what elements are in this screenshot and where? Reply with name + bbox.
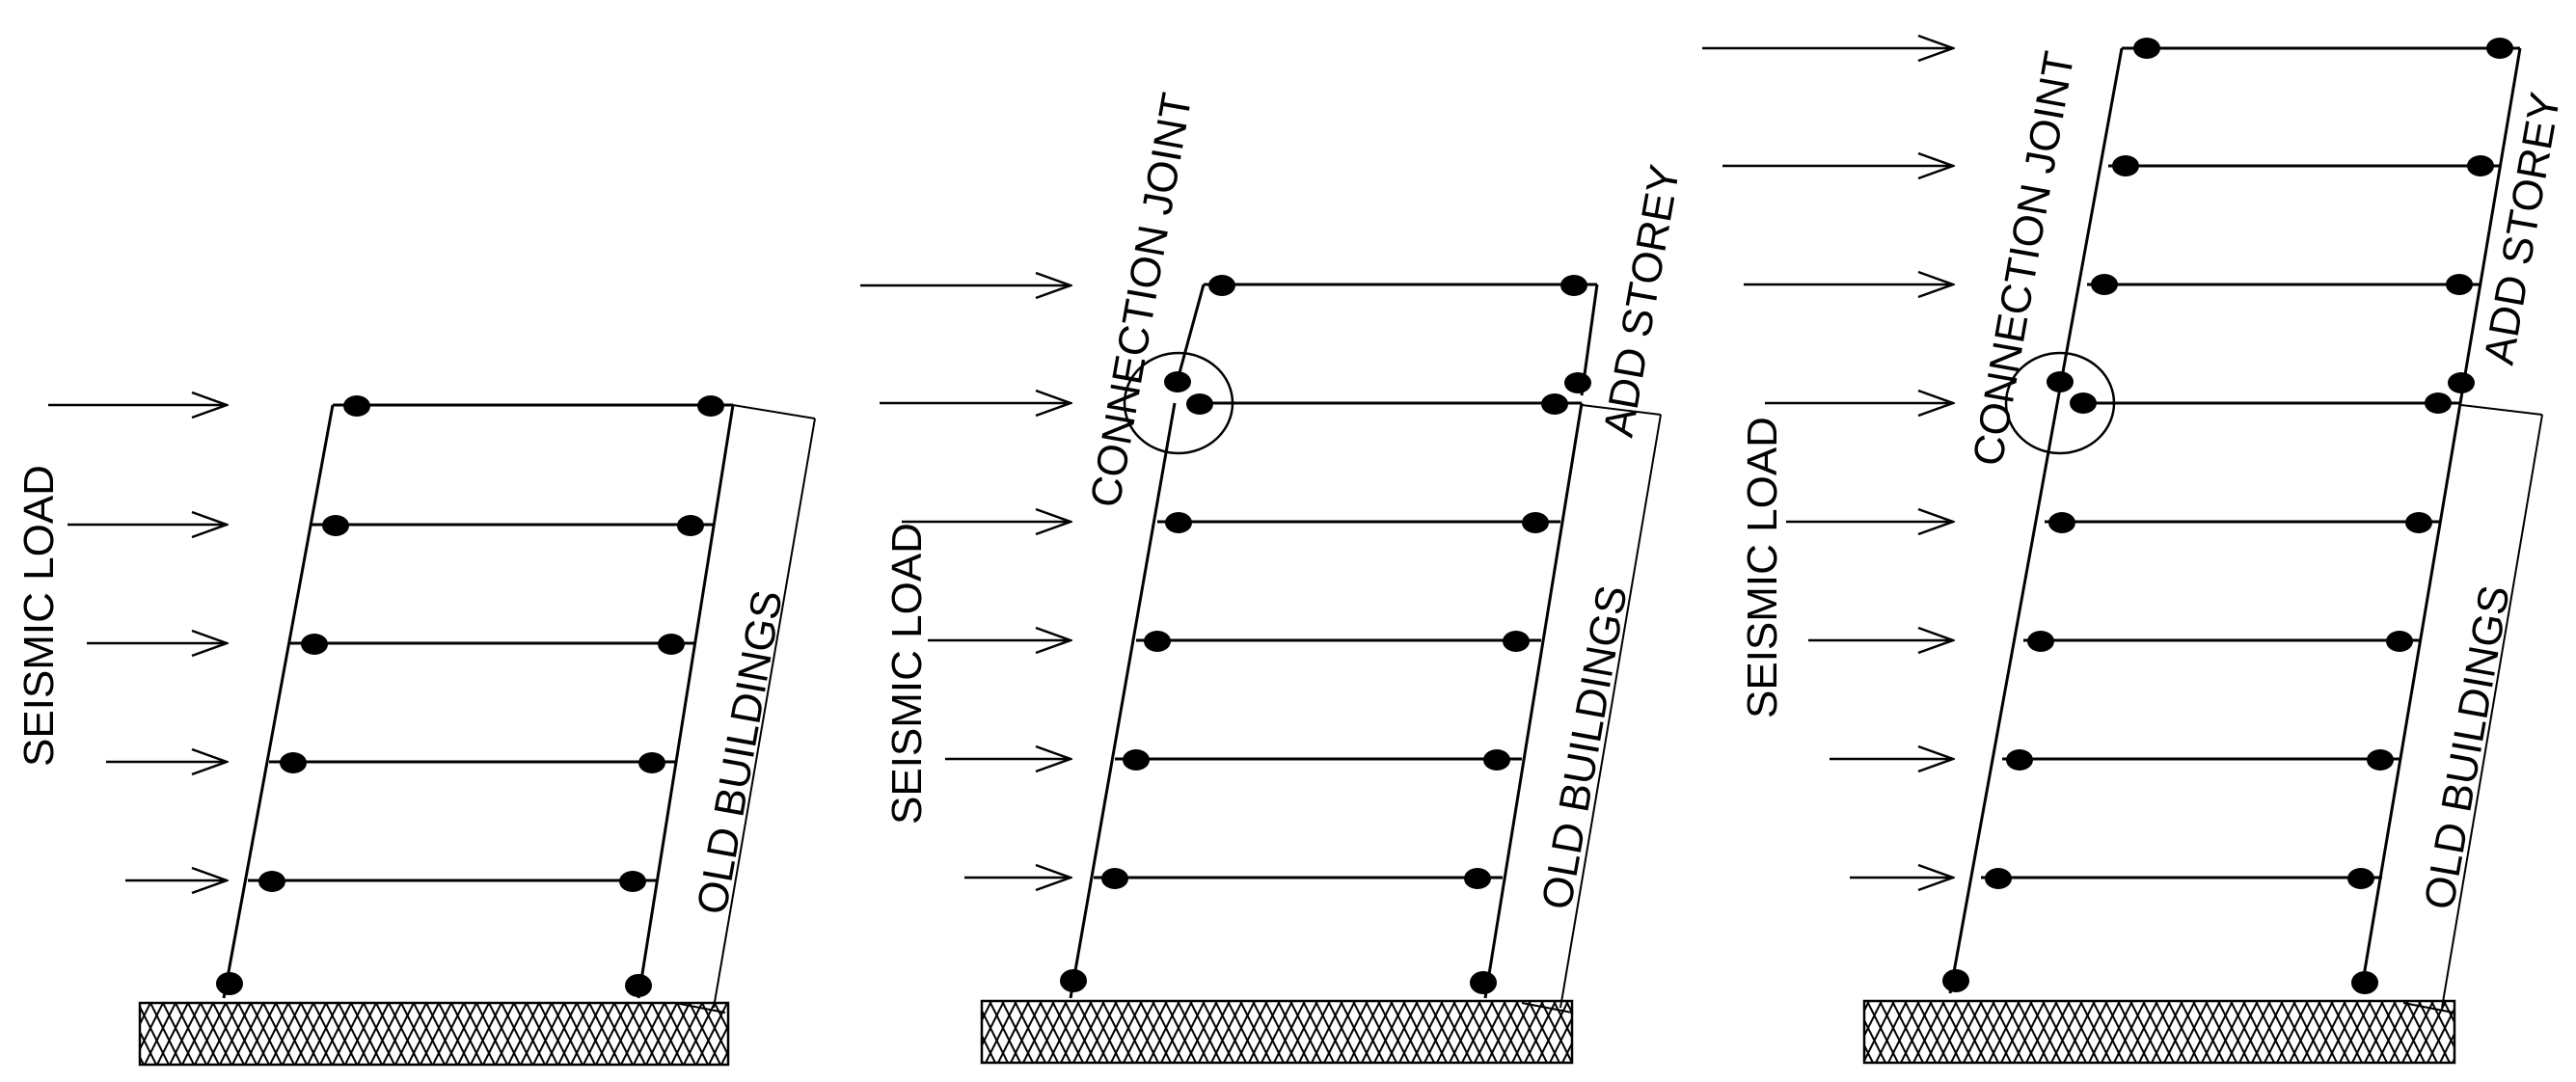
right-column (1483, 402, 1584, 999)
joint-node (1560, 275, 1587, 296)
joint-node (2446, 274, 2473, 295)
base-node (2351, 971, 2378, 994)
ground-foundation (980, 999, 1574, 1065)
joint-node (258, 871, 285, 892)
left-column (222, 404, 335, 999)
joint-node (2486, 38, 2513, 59)
joint-node (1208, 275, 1235, 296)
seismic-load-arrows (1702, 48, 1953, 878)
joint-node (2070, 392, 2097, 414)
ground-foundation (138, 1001, 730, 1067)
joint-node (1186, 393, 1213, 415)
joint-node (301, 634, 328, 655)
add-storey-label: ADD STOREY (1595, 161, 1690, 440)
joint-node (2047, 371, 2074, 392)
base-node (1470, 971, 1497, 994)
joint-node (2048, 512, 2075, 533)
joint-node (619, 871, 646, 892)
joint-node (2091, 274, 2118, 295)
joint-node (658, 634, 685, 655)
panel-original-building: SEISMIC LOAD OLD BUILDINGS (15, 395, 816, 1067)
joint-node (322, 515, 349, 536)
ground-foundation (1862, 999, 2456, 1065)
joint-node (638, 752, 665, 773)
joint-node (2367, 749, 2394, 771)
joint-node (2425, 392, 2452, 414)
seismic-load-label: SEISMIC LOAD (1739, 417, 1786, 718)
joint-node (2467, 155, 2494, 176)
left-column (1069, 402, 1177, 999)
base-node (625, 974, 652, 997)
joint-node (1165, 512, 1192, 533)
joint-node (2386, 631, 2413, 652)
frame (1948, 46, 2522, 994)
old-buildings-label: OLD BUILDINGS (1533, 582, 1637, 913)
old-buildings-dimension (2402, 404, 2543, 1014)
panel-three-storeys-added: SEISMIC LOAD OLD BUILDINGS CONNECTION JO… (1702, 38, 2569, 1065)
joint-node (1101, 868, 1128, 889)
base-node (1942, 969, 1969, 992)
old-buildings-dimension (674, 404, 816, 1014)
base-node (1060, 969, 1087, 992)
left-column (1948, 47, 2124, 994)
joint-node (280, 752, 307, 773)
joint-node (2112, 155, 2139, 176)
joint-node (2006, 749, 2033, 771)
connection-joint-circle (1123, 351, 1234, 455)
seismic-load-label: SEISMIC LOAD (15, 465, 63, 767)
right-column (637, 404, 735, 999)
joint-node (2405, 512, 2432, 533)
joint-nodes (1942, 38, 2513, 994)
seismic-load-label: SEISMIC LOAD (883, 523, 931, 825)
joint-node (2027, 631, 2054, 652)
joint-node (1985, 868, 2012, 889)
joint-node (343, 395, 370, 417)
joint-node (1144, 631, 1171, 652)
old-buildings-label: OLD BUILDINGS (689, 587, 792, 918)
joint-node (1123, 749, 1150, 771)
connection-joint-label: CONNECTION JOINT (1082, 90, 1202, 511)
panel-one-storey-added: SEISMIC LOAD OLD BUILDINGS CONNECTION JO… (860, 90, 1690, 1065)
joint-node (1541, 393, 1568, 415)
joint-node (1503, 631, 1530, 652)
joint-node (2347, 868, 2374, 889)
joint-node (1464, 868, 1491, 889)
seismic-load-arrows (860, 285, 1071, 878)
frame (222, 403, 735, 999)
base-node (216, 972, 243, 995)
joint-node (1483, 749, 1510, 771)
joint-node (1522, 512, 1549, 533)
joint-node (677, 515, 704, 536)
frame (1069, 283, 1599, 999)
old-buildings-label: OLD BUILDINGS (2416, 582, 2519, 913)
joint-node (1164, 371, 1191, 392)
joint-node (2448, 372, 2475, 393)
old-buildings-dimension (1521, 404, 1662, 1014)
joint-node (2133, 38, 2160, 59)
right-column (2359, 47, 2522, 994)
connection-joint-circle (2004, 351, 2116, 455)
joint-nodes (216, 395, 724, 997)
connection-joint-label: CONNECTION JOINT (1965, 48, 2084, 470)
joint-nodes (1060, 275, 1591, 994)
joint-node (697, 395, 724, 417)
seismic-load-arrows (48, 405, 227, 880)
joint-node (1564, 372, 1591, 393)
